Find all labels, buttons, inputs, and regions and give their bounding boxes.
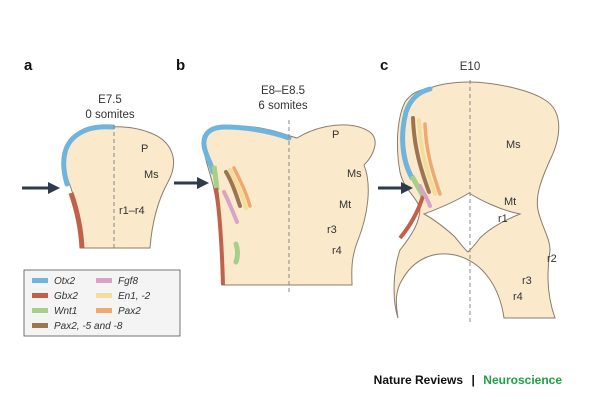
legend-label: Fgf8 <box>118 276 138 287</box>
panel-c-label-r3: r3 <box>522 275 532 287</box>
panel-c-arrow <box>378 182 413 194</box>
panel-c-fgf8-band <box>418 184 432 208</box>
panel-a-otx2-band <box>61 124 116 187</box>
panel-b-somites: 6 somites <box>258 100 307 112</box>
panel-c: c E10 Ms Mt r1 r2 r3 r4 <box>378 57 560 325</box>
panel-a-label-p: P <box>141 143 148 155</box>
panel-b-otx2-band <box>201 124 292 175</box>
panel-c-label-r4: r4 <box>513 291 523 303</box>
panel-b-en-band <box>228 168 248 210</box>
legend-label: En1, -2 <box>118 291 151 302</box>
panel-b-label-ms: Ms <box>347 168 362 180</box>
legend-swatch <box>32 323 48 328</box>
panel-a-arrow <box>22 182 60 194</box>
legend-label: Wnt1 <box>54 306 77 317</box>
legend-label: Gbx2 <box>54 291 78 302</box>
credit-separator: | <box>471 373 474 387</box>
legend-swatch <box>96 293 112 298</box>
credit-field: Neuroscience <box>483 373 562 387</box>
panel-a-label-r1r4: r1–r4 <box>119 205 145 217</box>
panel-b-stage: E8–E8.5 <box>261 85 305 97</box>
panel-c-otx2-band <box>400 86 433 181</box>
panel-c-label-mt: Mt <box>504 196 516 208</box>
legend-label: Pax2 <box>118 306 141 317</box>
panel-c-ventricle <box>422 192 522 253</box>
panel-c-label-r1: r1 <box>498 213 508 225</box>
legend-swatch <box>32 293 48 298</box>
panel-b-label-r4: r4 <box>332 245 342 257</box>
panel-b-pax2-band <box>224 170 242 208</box>
legend-swatch <box>96 278 112 283</box>
panel-b-wnt1-band <box>211 165 220 191</box>
panel-c-label-r2: r2 <box>547 253 557 265</box>
panel-b-label-mt: Mt <box>339 199 351 211</box>
panel-b-arrow <box>174 177 209 189</box>
panel-a-tissue <box>63 126 174 249</box>
legend-swatch <box>32 308 48 313</box>
panel-b-fgf8-band <box>222 190 239 224</box>
legend-label: Otx2 <box>54 276 76 287</box>
panel-a-stage: E7.5 <box>98 94 122 106</box>
legend-label: Pax2, -5 and -8 <box>54 321 123 332</box>
panel-a-label-ms: Ms <box>144 169 159 181</box>
panel-b-label-r3: r3 <box>327 224 337 236</box>
legend-swatch <box>32 278 48 283</box>
panel-c-gbx2-band <box>398 195 425 240</box>
journal-credit: Nature Reviews | Neuroscience <box>374 371 563 388</box>
panel-b: b E8–E8.5 6 somites P Ms Mt r3 r4 <box>174 57 376 295</box>
panel-a: a E7.5 0 somites P Ms r1–r4 <box>22 57 174 250</box>
panel-b-letter: b <box>176 57 185 74</box>
panel-c-pax2-orange-band <box>423 122 442 196</box>
legend-swatch <box>96 308 112 313</box>
panel-b-label-p: P <box>332 129 339 141</box>
panel-c-wnt1-band <box>409 174 426 198</box>
panel-a-somites: 0 somites <box>85 109 134 121</box>
panel-b-gbx2-band <box>214 187 225 286</box>
panel-c-stage: E10 <box>460 61 480 73</box>
panel-a-gbx2-band <box>68 192 85 249</box>
panel-b-pax2-orange-band <box>232 166 252 208</box>
panel-a-letter: a <box>24 57 33 74</box>
panel-c-label-ms: Ms <box>506 139 521 151</box>
panel-c-pax2-band <box>411 116 431 194</box>
credit-journal: Nature Reviews <box>374 373 464 387</box>
panel-c-letter: c <box>380 57 388 74</box>
panel-c-en-band <box>417 118 437 196</box>
panel-b-wnt1-spot <box>233 241 240 265</box>
